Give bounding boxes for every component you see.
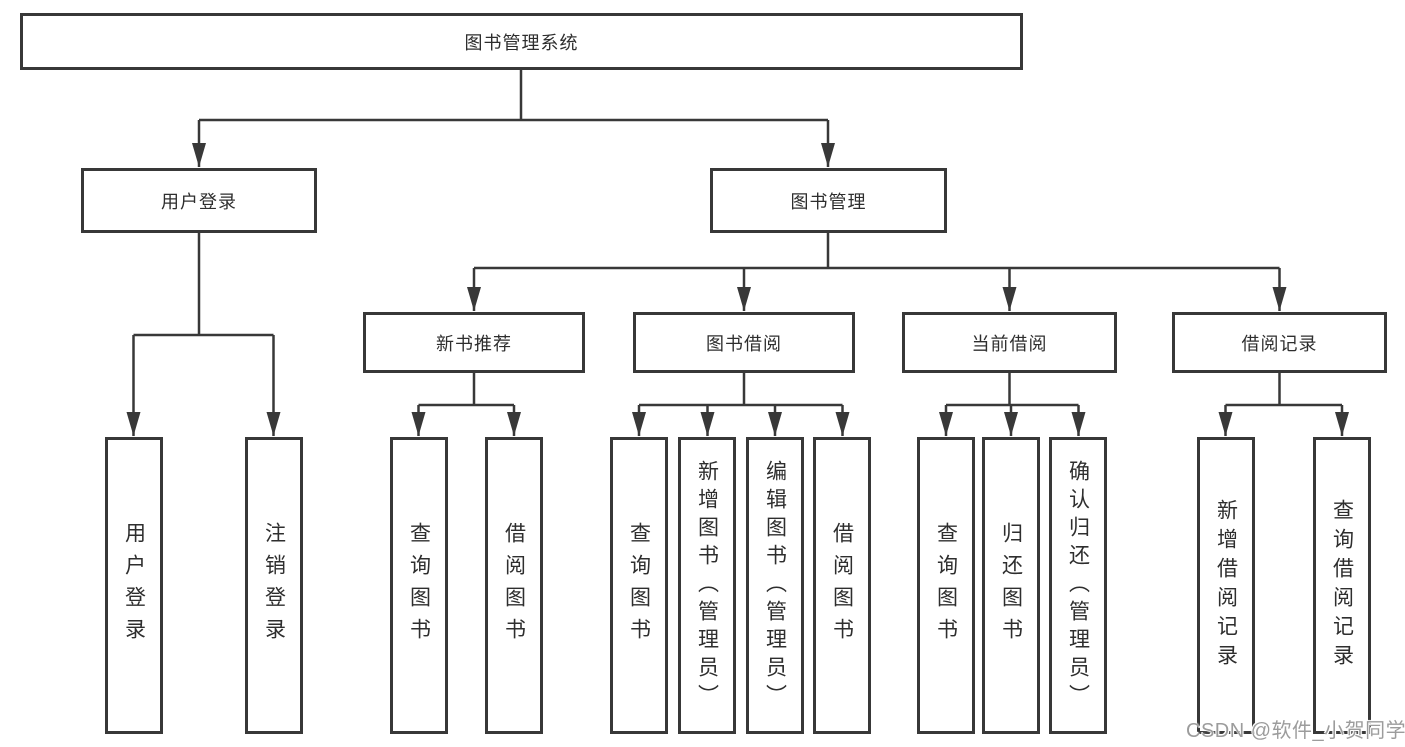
leaf-current-query-books-label: 查询图书 xyxy=(934,521,958,650)
leaf-borrow-query-books: 查询图书 xyxy=(610,437,668,734)
node-root: 图书管理系统 xyxy=(20,13,1023,70)
node-user-login: 用户登录 xyxy=(81,168,317,233)
node-root-label: 图书管理系统 xyxy=(464,32,579,53)
leaf-borrow-edit-books-admin: 编辑图书（管理员） xyxy=(746,437,804,734)
node-book-borrow-label: 图书借阅 xyxy=(706,333,782,354)
leaf-recommend-query-books-label: 查询图书 xyxy=(407,521,431,650)
node-book-borrow: 图书借阅 xyxy=(633,312,855,373)
leaf-borrow-borrow-books-label: 借阅图书 xyxy=(830,521,854,650)
leaf-recommend-borrow-books: 借阅图书 xyxy=(485,437,543,734)
node-current-borrow-label: 当前借阅 xyxy=(971,333,1048,354)
node-book-management: 图书管理 xyxy=(710,168,947,233)
csdn-watermark: CSDN @软件_小贺同学 xyxy=(1186,720,1405,742)
node-current-borrow: 当前借阅 xyxy=(902,312,1117,373)
leaf-records-add-record: 新增借阅记录 xyxy=(1197,437,1255,734)
node-book-management-label: 图书管理 xyxy=(790,191,867,212)
connector-arrows xyxy=(126,120,1349,436)
leaf-current-confirm-return-admin-label: 确认归还（管理员） xyxy=(1066,459,1090,712)
leaf-user-login: 用户登录 xyxy=(105,437,163,734)
leaf-recommend-query-books: 查询图书 xyxy=(390,437,448,734)
leaf-borrow-add-books-admin-label: 新增图书（管理员） xyxy=(695,459,719,712)
leaf-logout-label: 注销登录 xyxy=(262,521,286,650)
leaf-recommend-borrow-books-label: 借阅图书 xyxy=(502,521,526,650)
leaf-borrow-add-books-admin: 新增图书（管理员） xyxy=(678,437,736,734)
leaf-logout: 注销登录 xyxy=(245,437,303,734)
leaf-current-return-books: 归还图书 xyxy=(982,437,1040,734)
node-user-login-label: 用户登录 xyxy=(161,191,237,212)
leaf-records-query-record: 查询借阅记录 xyxy=(1313,437,1371,734)
node-borrow-records-label: 借阅记录 xyxy=(1241,333,1318,354)
leaf-borrow-query-books-label: 查询图书 xyxy=(627,521,651,650)
leaf-records-query-record-label: 查询借阅记录 xyxy=(1330,498,1354,673)
leaf-borrow-borrow-books: 借阅图书 xyxy=(813,437,871,734)
node-new-book-recommend-label: 新书推荐 xyxy=(436,333,512,354)
leaf-current-return-books-label: 归还图书 xyxy=(999,521,1023,650)
node-new-book-recommend: 新书推荐 xyxy=(363,312,585,373)
leaf-records-add-record-label: 新增借阅记录 xyxy=(1214,498,1238,673)
leaf-user-login-label: 用户登录 xyxy=(122,521,146,650)
leaf-current-confirm-return-admin: 确认归还（管理员） xyxy=(1049,437,1107,734)
leaf-borrow-edit-books-admin-label: 编辑图书（管理员） xyxy=(763,459,787,712)
leaf-current-query-books: 查询图书 xyxy=(917,437,975,734)
connector-lines xyxy=(133,70,1342,407)
node-borrow-records: 借阅记录 xyxy=(1172,312,1387,373)
